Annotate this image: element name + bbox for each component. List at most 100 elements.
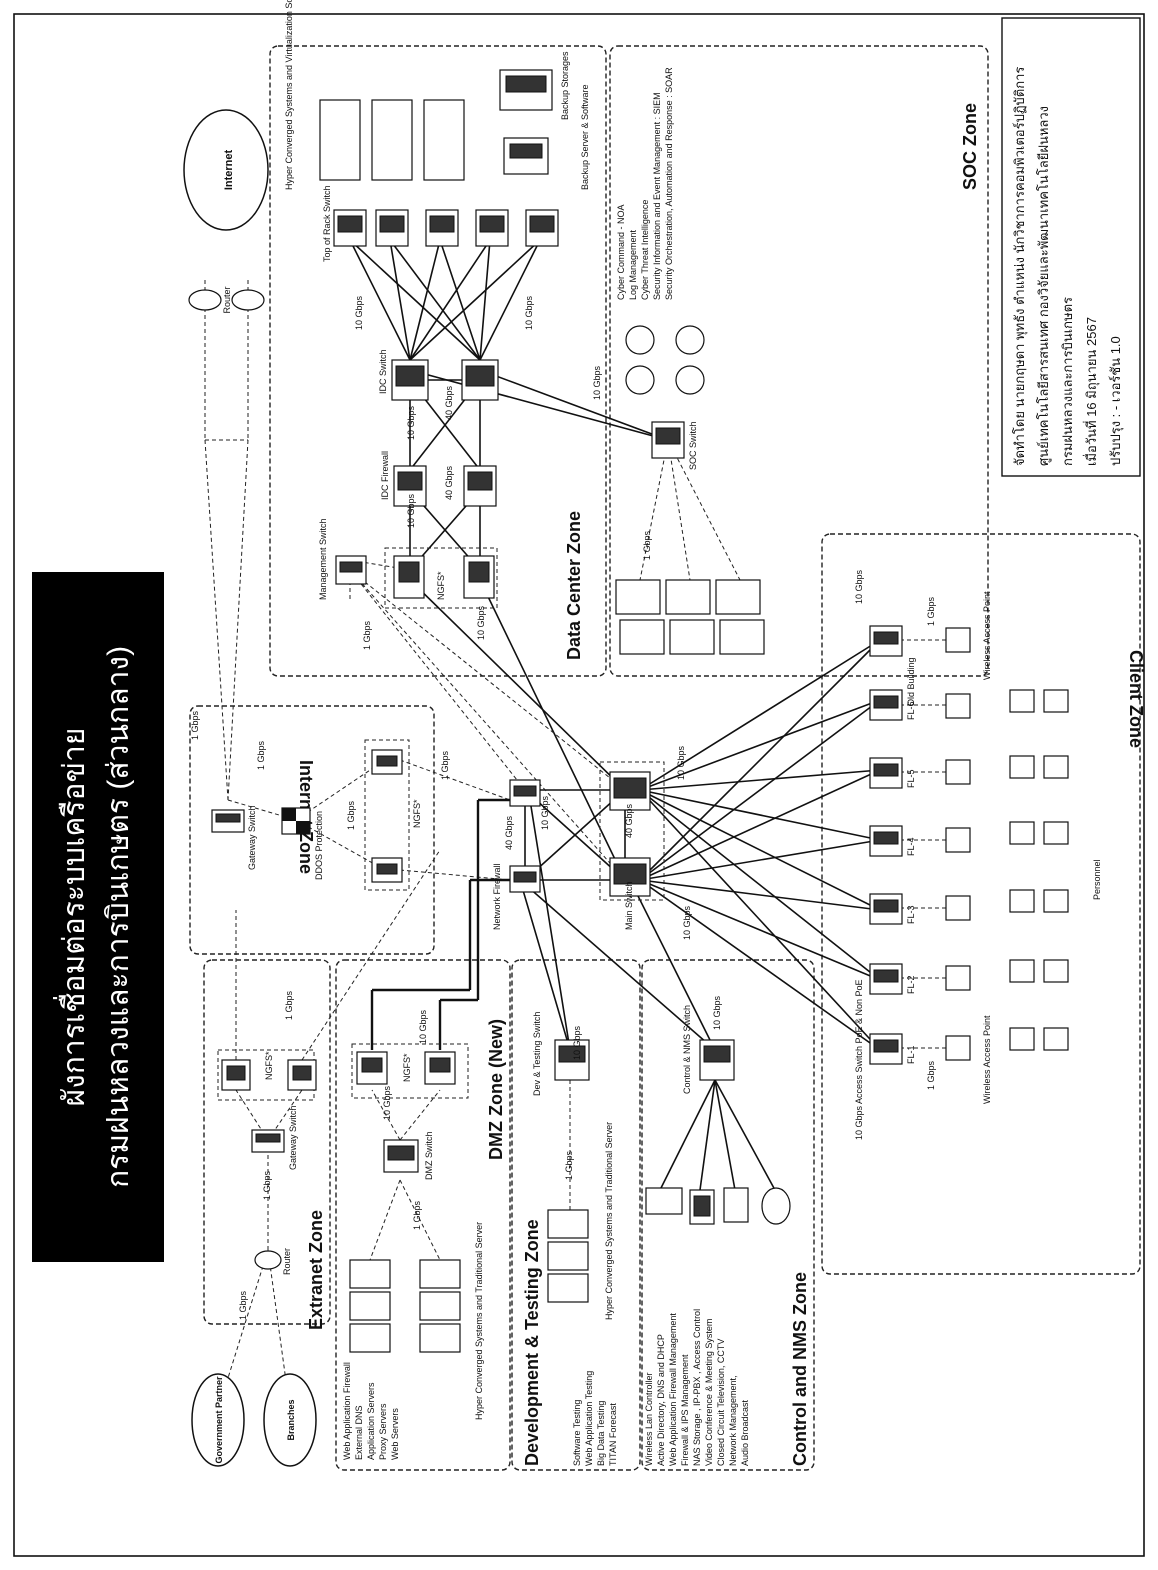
control-appliance-icons: [645, 1187, 791, 1225]
credit-line3: กรมฝนหลวงและการบินเกษตร: [1060, 297, 1075, 466]
svg-text:Router: Router: [222, 286, 232, 313]
svg-text:1 Gbps: 1 Gbps: [346, 800, 356, 830]
backup-server-icon: Backup Server & Software: [503, 84, 590, 190]
dmz-service-list: Web Application Firewall External DNS Ap…: [342, 1362, 400, 1460]
svg-text:10 Gbps: 10 Gbps: [354, 295, 364, 330]
svg-text:40 Gbps: 40 Gbps: [444, 465, 454, 500]
svg-text:Application Servers: Application Servers: [366, 1382, 376, 1460]
svg-text:Main Switch: Main Switch: [624, 881, 634, 930]
svg-text:1 Gbps: 1 Gbps: [412, 1200, 422, 1230]
svg-text:Cyber Threat Intelligence: Cyber Threat Intelligence: [640, 200, 650, 300]
svg-text:Security Orchestration, Automa: Security Orchestration, Automation and R…: [664, 67, 674, 300]
svg-text:DMZ Switch: DMZ Switch: [424, 1131, 434, 1180]
dmz-ngfw-group: [351, 1043, 469, 1099]
soc-zone-box: [609, 45, 989, 677]
svg-text:TITAN Forecast: TITAN Forecast: [608, 1403, 618, 1466]
svg-text:Hyper Converged Systems and Tr: Hyper Converged Systems and Traditional …: [474, 1222, 484, 1420]
svg-text:DDOS Protection: DDOS Protection: [314, 811, 324, 880]
management-switch-icon: Management Switch: [318, 518, 367, 600]
svg-text:1 Gbps: 1 Gbps: [926, 596, 936, 626]
svg-text:SOC Switch: SOC Switch: [688, 421, 698, 470]
credit-line4: เมื่อวันที่ 16 มิถุนายน 2567: [1083, 317, 1100, 466]
inet-ngfw-icon: NGFS*: [371, 749, 422, 883]
page-border: [13, 13, 1145, 1557]
extranet-zone-title: Extranet Zone: [306, 1210, 326, 1330]
client-zone-box: [821, 533, 1141, 1275]
control-nms-switch-icon: Control & NMS Switch: [682, 1005, 735, 1094]
dev-server-stack-icon: Hyper Converged Systems and Traditional …: [547, 1122, 614, 1320]
svg-text:1 Gbps: 1 Gbps: [362, 620, 372, 650]
gov-partner-cloud-icon: Government Partner: [191, 1373, 245, 1467]
svg-text:Wireless Access Point: Wireless Access Point: [982, 1015, 992, 1104]
svg-text:10 Gbps: 10 Gbps: [406, 493, 416, 528]
svg-text:Wireless Lan Controller: Wireless Lan Controller: [644, 1372, 654, 1466]
svg-text:10 Gbps: 10 Gbps: [682, 905, 692, 940]
svg-text:Old Building: Old Building: [906, 657, 916, 706]
control-zone-box: [641, 959, 815, 1471]
svg-text:1 Gbps: 1 Gbps: [440, 750, 450, 780]
soc-zone-title: SOC Zone: [960, 103, 980, 190]
svg-text:Gateway Switch: Gateway Switch: [247, 805, 257, 870]
title-line2: กรมฝนหลวงและการบินเกษตร (ส่วนกลาง): [102, 646, 135, 1188]
extranet-gateway-switch-icon: Gateway Switch: [251, 1105, 298, 1170]
svg-text:Network Management,: Network Management,: [728, 1375, 738, 1466]
network-firewall-icon: Network Firewall: [492, 779, 541, 930]
wireless-ap-icons: Wireless Access Point Wireless Access Po…: [945, 591, 992, 1104]
client-zone-title: Client Zone: [1126, 650, 1146, 748]
svg-text:IDC Firewall: IDC Firewall: [380, 451, 390, 500]
ddos-protection-icon: DDOS Protection: [281, 807, 324, 880]
idc-firewall-icon: IDC Firewall: [380, 451, 497, 507]
idc-tor-links: [349, 239, 541, 361]
svg-text:Backup Server & Software: Backup Server & Software: [580, 84, 590, 190]
svg-text:Security Information and Event: Security Information and Event Managemen…: [652, 92, 662, 300]
svg-text:Access Switch PoE & Non PoE: Access Switch PoE & Non PoE: [854, 979, 864, 1104]
svg-text:Log Management: Log Management: [628, 229, 638, 300]
svg-text:1 Gbps: 1 Gbps: [564, 1150, 574, 1180]
svg-text:FL-5: FL-5: [906, 769, 916, 788]
internet-zone-box: [189, 705, 435, 955]
svg-text:40 Gbps: 40 Gbps: [444, 385, 454, 420]
title-block: ผังการเชื่อมต่อระบบเครือข่าย กรมฝนหลวงแล…: [32, 572, 164, 1262]
main-to-floor-links: [639, 639, 881, 1051]
main-switch-icon: Main Switch: [609, 771, 651, 930]
svg-text:Government Partner: Government Partner: [214, 1376, 224, 1464]
internet-cloud-icon: Internet: [183, 109, 269, 231]
idc-switch-icon: IDC Switch: [378, 349, 499, 401]
svg-text:10 Gbps: 10 Gbps: [676, 745, 686, 780]
svg-text:Gateway Switch: Gateway Switch: [288, 1105, 298, 1170]
svg-text:Hyper Converged Systems and Vi: Hyper Converged Systems and Virtualizati…: [284, 0, 294, 190]
soc-service-list: Cyber Command - NOA Log Management Cyber…: [616, 67, 674, 300]
svg-text:Network Firewall: Network Firewall: [492, 863, 502, 930]
credit-box: จัดทำโดย นายกฤษดา พุทธัง ตำแหน่ง นักวิชา…: [1001, 17, 1141, 477]
svg-text:10 Gbps: 10 Gbps: [540, 795, 550, 830]
svg-text:1 Gbps: 1 Gbps: [284, 990, 294, 1020]
svg-text:Firewall & IPS Management: Firewall & IPS Management: [680, 1354, 690, 1466]
svg-text:Audio Broadcast: Audio Broadcast: [740, 1399, 750, 1466]
svg-text:10 Gbps: 10 Gbps: [712, 995, 722, 1030]
dev-zone-title: Development & Testing Zone: [522, 1219, 542, 1466]
svg-text:Branches: Branches: [286, 1399, 296, 1440]
svg-text:Backup Storages: Backup Storages: [560, 51, 570, 120]
svg-text:Cyber Command - NOA: Cyber Command - NOA: [616, 204, 626, 300]
floor-labels: Old Building FL-6 FL-5 FL-4 FL-3 FL-2 FL…: [906, 657, 916, 1064]
dmz-switch-icon: DMZ Switch: [383, 1131, 434, 1180]
svg-text:Web Application Testing: Web Application Testing: [584, 1371, 594, 1466]
dc-ngfw-group: [384, 547, 498, 609]
svg-text:FL-4: FL-4: [906, 837, 916, 856]
svg-text:Web Application Firewall Manag: Web Application Firewall Management: [668, 1313, 678, 1466]
svg-text:NAS Storage , IP-PBX , Access: NAS Storage , IP-PBX , Access Control: [692, 1309, 702, 1466]
svg-text:Control & NMS Switch: Control & NMS Switch: [682, 1005, 692, 1094]
router-icon: Router: [188, 286, 265, 314]
svg-text:Software Testing: Software Testing: [572, 1400, 582, 1466]
credit-line1: จัดทำโดย นายกฤษดา พุทธัง ตำแหน่ง นักวิชา…: [1012, 67, 1028, 466]
dev-service-list: Software Testing Web Application Testing…: [572, 1371, 618, 1466]
svg-text:1 Gbps: 1 Gbps: [256, 740, 266, 770]
svg-text:Hyper Converged Systems and Tr: Hyper Converged Systems and Traditional …: [604, 1122, 614, 1320]
title-line1: ผังการเชื่อมต่อระบบเครือข่าย: [53, 728, 91, 1107]
soc-switch-icon: SOC Switch: [651, 421, 698, 470]
svg-text:10 Gbps: 10 Gbps: [572, 1025, 582, 1060]
svg-text:1 Gbps: 1 Gbps: [262, 1170, 272, 1200]
svg-text:Router: Router: [282, 1248, 292, 1275]
svg-text:Proxy Servers: Proxy Servers: [378, 1403, 388, 1460]
